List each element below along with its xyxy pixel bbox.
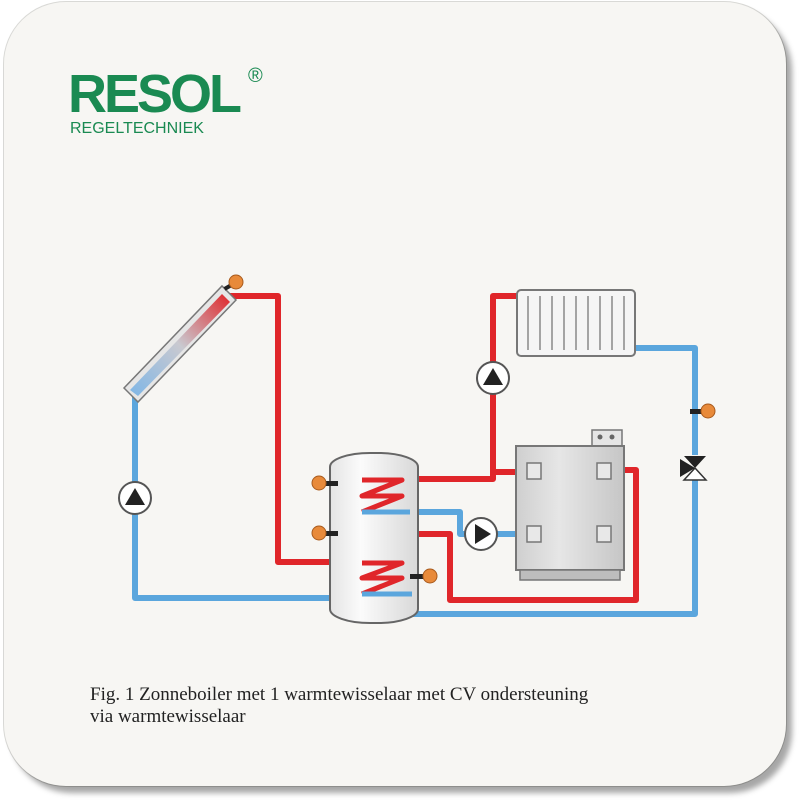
radiator-icon [516,289,636,357]
radiator-return-pipe [632,345,698,455]
temperature-sensor-icon [410,568,438,584]
caption-line-1: Fig. 1 Zonneboiler met 1 warmtewisselaar… [90,684,589,705]
heating-return-pipe [412,480,698,617]
boiler-icon [515,429,625,581]
figure-caption: Fig. 1 Zonneboiler met 1 warmtewisselaar… [90,684,730,728]
temperature-sensor-icon [311,475,338,491]
logo-brand: RESOL [68,64,242,124]
temperature-sensor-icon [223,274,244,291]
collector-return-pipe [132,392,412,601]
resol-logo: RESOL ® REGELTECHNIEK [68,64,268,144]
pump-icon [476,361,510,395]
temperature-sensor-icon [311,525,338,541]
logo-subtitle: REGELTECHNIEK [70,120,204,137]
pump-icon [118,481,152,515]
heat-exchanger-icon [359,477,405,515]
collector-flow-pipe [230,293,360,565]
caption-line-2: via warmtewisselaar [90,706,246,727]
three-way-valve-icon [680,456,708,481]
temperature-sensor-icon [690,403,716,419]
logo-registered-mark: ® [248,65,263,87]
heat-exchanger-icon [359,560,405,597]
storage-tank-icon [329,452,419,624]
solar-collector-icon [122,284,238,404]
pump-icon [464,517,498,551]
